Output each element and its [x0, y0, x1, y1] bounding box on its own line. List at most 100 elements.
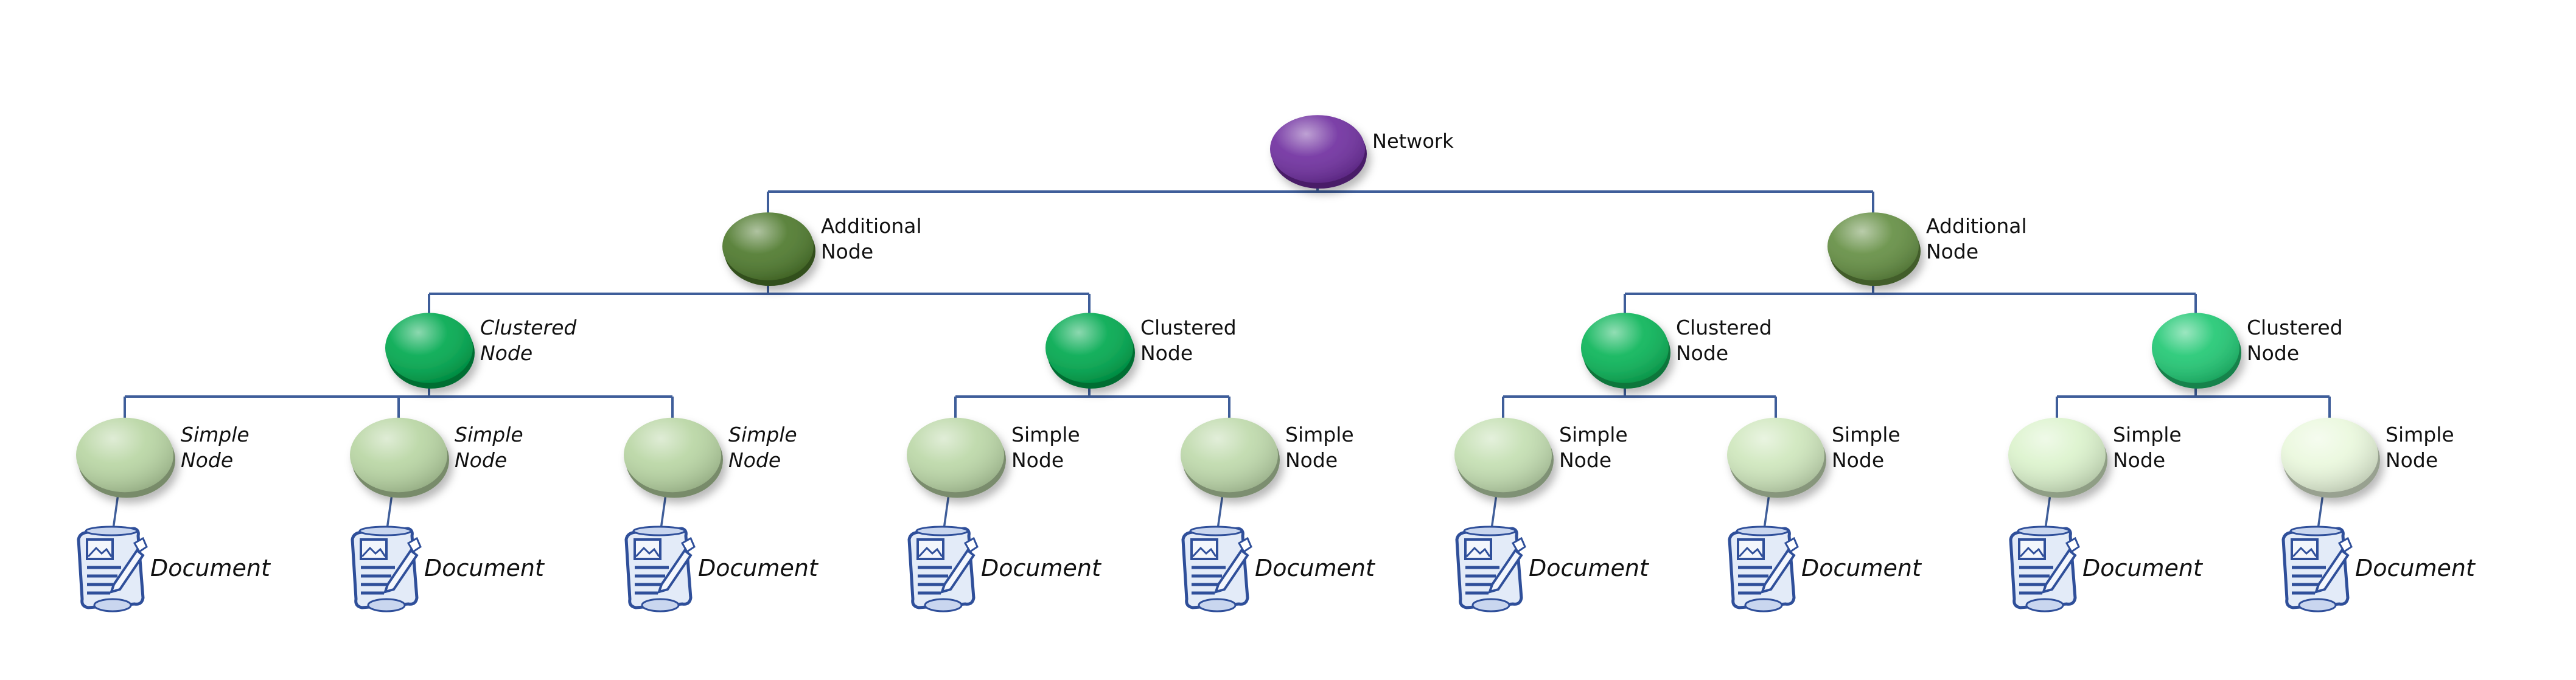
- clustered-node-gloss: [1581, 313, 1669, 383]
- document-icon-pencil: [1760, 549, 1796, 594]
- document-icon-roll-bottom: [2298, 598, 2337, 612]
- clustered-node-label-line: Clustered: [1676, 316, 1772, 339]
- clustered-node-label-line: Node: [480, 341, 532, 365]
- document-label: Document: [698, 555, 819, 581]
- network-label: Network: [1372, 130, 1454, 153]
- document-icon-pencil-cap: [1237, 536, 1252, 553]
- clustered-node: [1581, 313, 1670, 389]
- document-icon-roll-bottom: [1471, 598, 1510, 612]
- simple-node-gloss: [76, 417, 173, 493]
- document-icon-roll-top: [85, 526, 138, 536]
- simple-node-gloss: [1454, 417, 1552, 493]
- document-icon-picture: [86, 538, 114, 560]
- clustered-node-gloss: [1045, 313, 1133, 383]
- clustered-node: [1045, 313, 1135, 389]
- document-icon-pencil: [2314, 549, 2350, 594]
- document-icon: [77, 526, 148, 612]
- simple-node-label-line: Simple: [181, 423, 250, 446]
- simple-node-label-line: Simple: [1559, 423, 1628, 446]
- document-icon-pencil: [109, 549, 145, 594]
- simple-node-label-line: Simple: [2386, 423, 2454, 446]
- document-icon: [907, 526, 979, 612]
- simple-node: [1454, 417, 1554, 498]
- simple-node-label-line: Simple: [728, 423, 797, 446]
- network-node: [1270, 115, 1367, 189]
- additional-node-label-line: Additional: [821, 214, 922, 238]
- document-icon: [624, 526, 696, 612]
- document-icon-pencil-cap: [2337, 536, 2353, 553]
- simple-node-label-line: Node: [1559, 448, 1611, 472]
- document-icon-roll-top: [632, 526, 686, 536]
- clustered-node-label-line: Clustered: [2247, 316, 2343, 339]
- document-icon-picture-mountain: [87, 546, 113, 558]
- document-icon-picture: [634, 538, 661, 560]
- document-icon-pencil-cap: [1511, 536, 1526, 553]
- simple-node-gloss: [624, 417, 721, 493]
- document-icon-picture: [1190, 538, 1218, 560]
- document-icon-picture: [360, 538, 388, 560]
- document-label: Document: [1529, 555, 1650, 581]
- simple-node-gloss: [1727, 417, 1824, 493]
- document-icon-picture-mountain: [2292, 546, 2317, 558]
- document-icon-picture-mountain: [635, 546, 660, 558]
- simple-node-label-line: Node: [1011, 448, 1064, 472]
- simple-node-label-line: Node: [1832, 448, 1884, 472]
- simple-node-label-line: Simple: [455, 423, 523, 446]
- document-label: Document: [1801, 555, 1922, 581]
- document-icon-roll-bottom: [367, 598, 406, 612]
- clustered-node-label-line: Clustered: [480, 316, 577, 339]
- document-icon-pencil-cap: [963, 536, 979, 553]
- document-icon-picture: [1464, 538, 1492, 560]
- additional-node: [722, 212, 815, 286]
- document-icon-pencil: [1487, 549, 1523, 594]
- document-label: Document: [1255, 555, 1376, 581]
- simple-node-gloss: [1181, 417, 1278, 493]
- simple-node: [2281, 417, 2380, 498]
- document-label: Document: [981, 555, 1102, 581]
- document-icon-picture-mountain: [1465, 546, 1491, 558]
- clustered-node: [385, 313, 475, 389]
- document-icon-pencil: [940, 549, 976, 594]
- document-icon: [1455, 526, 1526, 612]
- document-icon-roll-bottom: [1198, 598, 1237, 612]
- simple-node: [1181, 417, 1280, 498]
- clustered-node-label-line: Node: [1676, 341, 1728, 365]
- document-icon-picture: [1737, 538, 1765, 560]
- additional-node-label-line: Node: [821, 240, 873, 263]
- document-label: Document: [2355, 555, 2476, 581]
- clustered-node-gloss: [2152, 313, 2239, 383]
- document-icon-picture-mountain: [361, 546, 386, 558]
- document-icon-pencil: [657, 549, 693, 594]
- document-icon-roll-top: [2017, 526, 2070, 536]
- clustered-node-gloss: [385, 313, 473, 383]
- document-icon-roll-bottom: [1744, 598, 1783, 612]
- simple-node: [350, 417, 449, 498]
- document-icon-picture: [916, 538, 944, 560]
- additional-node-gloss: [1827, 212, 1919, 280]
- network-node-gloss: [1270, 115, 1365, 183]
- simple-node-gloss: [907, 417, 1004, 493]
- simple-node-label-line: Node: [2113, 448, 2165, 472]
- document-icon-roll-top: [1189, 526, 1243, 536]
- simple-node-gloss: [2281, 417, 2378, 493]
- document-icon: [351, 526, 422, 612]
- document-icon-picture: [2291, 538, 2319, 560]
- clustered-node-label-line: Node: [2247, 341, 2299, 365]
- document-icon-picture-mountain: [918, 546, 943, 558]
- simple-node: [76, 417, 175, 498]
- document-icon-roll-top: [358, 526, 412, 536]
